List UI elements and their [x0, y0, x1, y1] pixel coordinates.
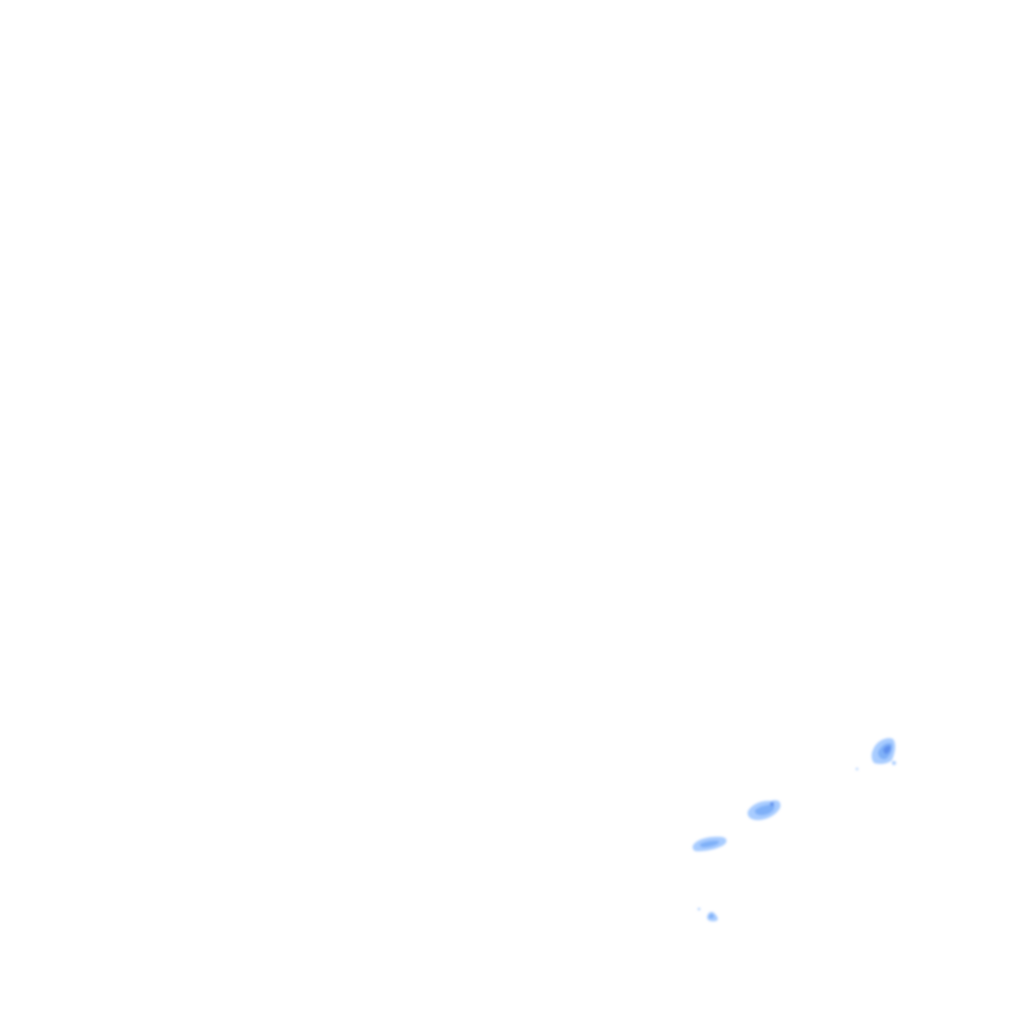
echo-cell-northeast: [855, 738, 896, 771]
echo-cell-south: [697, 907, 718, 922]
echo-cell-east: [747, 800, 781, 821]
echo-cell-center: [692, 836, 727, 852]
